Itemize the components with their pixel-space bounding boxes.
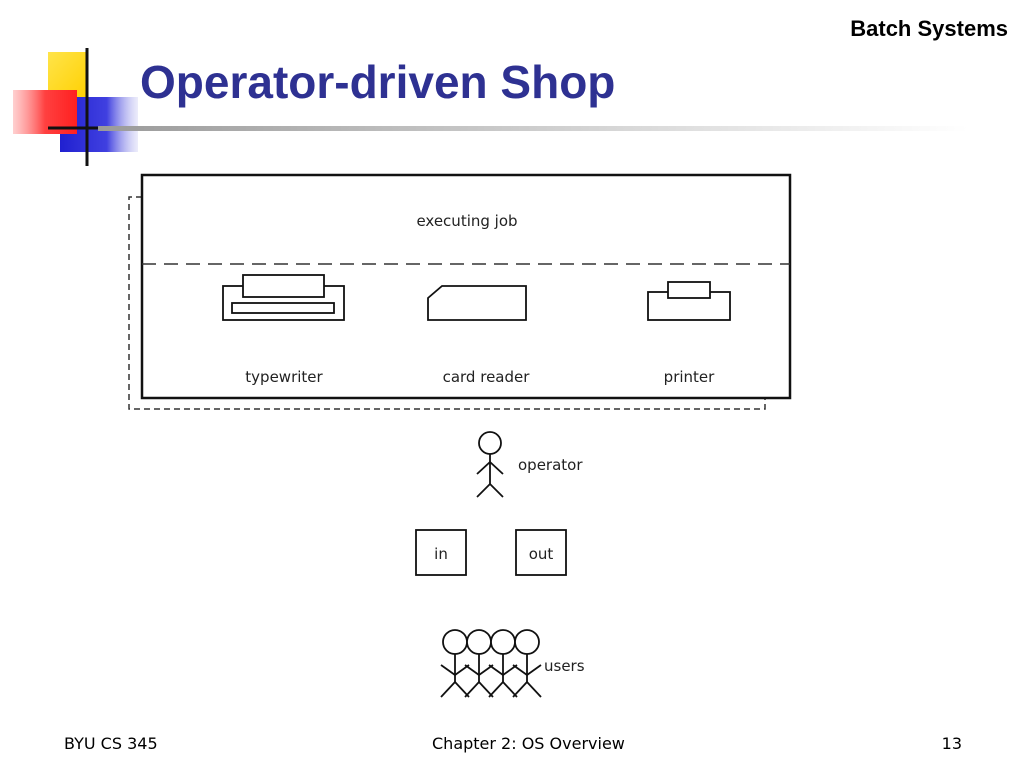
card-reader-label: card reader	[443, 368, 531, 386]
dashed-outer-boundary	[128, 196, 766, 410]
title-underline	[98, 126, 968, 131]
footer-course: BYU CS 345	[64, 734, 158, 753]
decorative-squares-logo	[13, 48, 138, 166]
user-figure-icon	[512, 629, 542, 698]
card-reader-icon	[427, 285, 527, 321]
typewriter-icon	[222, 274, 345, 321]
section-heading: Batch Systems	[850, 16, 1008, 41]
in-box	[415, 529, 467, 576]
users-label: users	[544, 657, 585, 675]
out-box-label: out	[529, 545, 554, 563]
operator-figure-icon	[476, 431, 504, 498]
footer-page-number: 13	[941, 734, 962, 753]
slide-title: Operator-driven Shop	[140, 56, 616, 108]
user-figure-icon	[488, 629, 518, 698]
operator-label: operator	[518, 456, 583, 474]
user-figure-icon	[440, 629, 470, 698]
in-box-label: in	[434, 545, 448, 563]
out-box	[515, 529, 567, 576]
printer-icon	[647, 281, 731, 321]
computer-frame	[140, 173, 792, 400]
users-group-icon	[440, 629, 542, 698]
executing-job-label: executing job	[416, 212, 517, 230]
user-figure-icon	[464, 629, 494, 698]
printer-label: printer	[664, 368, 715, 386]
typewriter-label: typewriter	[245, 368, 323, 386]
footer-chapter: Chapter 2: OS Overview	[432, 734, 625, 753]
